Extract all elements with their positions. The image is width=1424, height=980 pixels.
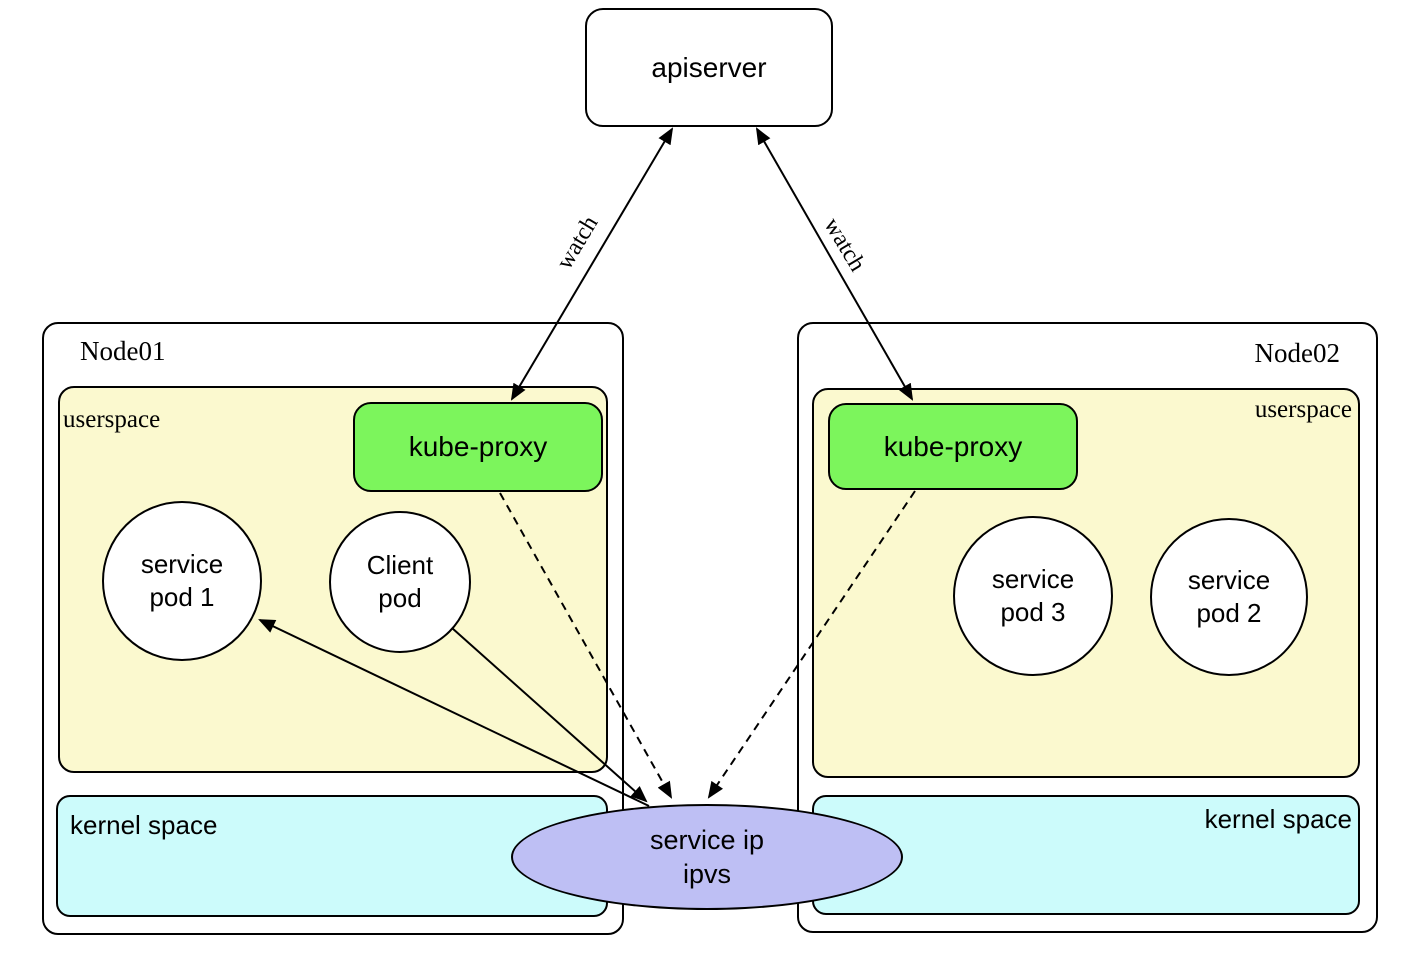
service-ip-label-line2: ipvs: [682, 859, 731, 889]
service-pod-2-circle: service pod 2: [1150, 518, 1308, 676]
client-pod-label-line2: pod: [378, 583, 422, 613]
service-pod-1-label-line2: pod 1: [149, 582, 215, 612]
node01-kube-proxy-label: kube-proxy: [408, 431, 548, 462]
node01-kernel-label: kernel space: [70, 810, 218, 840]
apiserver-box: apiserver: [585, 8, 833, 127]
service-ip-ellipse: service ip ipvs: [511, 804, 903, 910]
service-pod-3-label-line1: service: [991, 564, 1075, 594]
node01-userspace-label: userspace: [63, 406, 161, 433]
service-pod-2-label-line2: pod 2: [1196, 598, 1262, 628]
node02-userspace-label: userspace: [1254, 396, 1352, 423]
watch-label-left: watch: [551, 211, 604, 275]
apiserver-label: apiserver: [651, 51, 767, 83]
node02-kernel-label: kernel space: [1204, 804, 1352, 834]
service-pod-2-label-line1: service: [1187, 565, 1271, 595]
service-pod-1-circle: service pod 1: [102, 501, 262, 661]
service-pod-3-circle: service pod 3: [953, 516, 1113, 676]
client-pod-label-line1: Client: [366, 550, 434, 580]
service-pod-1-label-line1: service: [140, 549, 224, 579]
node02-kube-proxy-box: kube-proxy: [828, 403, 1078, 490]
service-ip-label-line1: service ip: [649, 825, 765, 855]
node02-kernel-box: [812, 795, 1360, 915]
client-pod-circle: Client pod: [329, 511, 471, 653]
node02-kube-proxy-label: kube-proxy: [883, 430, 1023, 462]
node01-label: Node01: [80, 336, 166, 366]
watch-label-right: watch: [818, 213, 871, 277]
node02-label: Node02: [1254, 338, 1340, 368]
node01-kube-proxy-box: kube-proxy: [353, 402, 603, 492]
service-pod-3-label-line2: pod 3: [1000, 597, 1066, 627]
